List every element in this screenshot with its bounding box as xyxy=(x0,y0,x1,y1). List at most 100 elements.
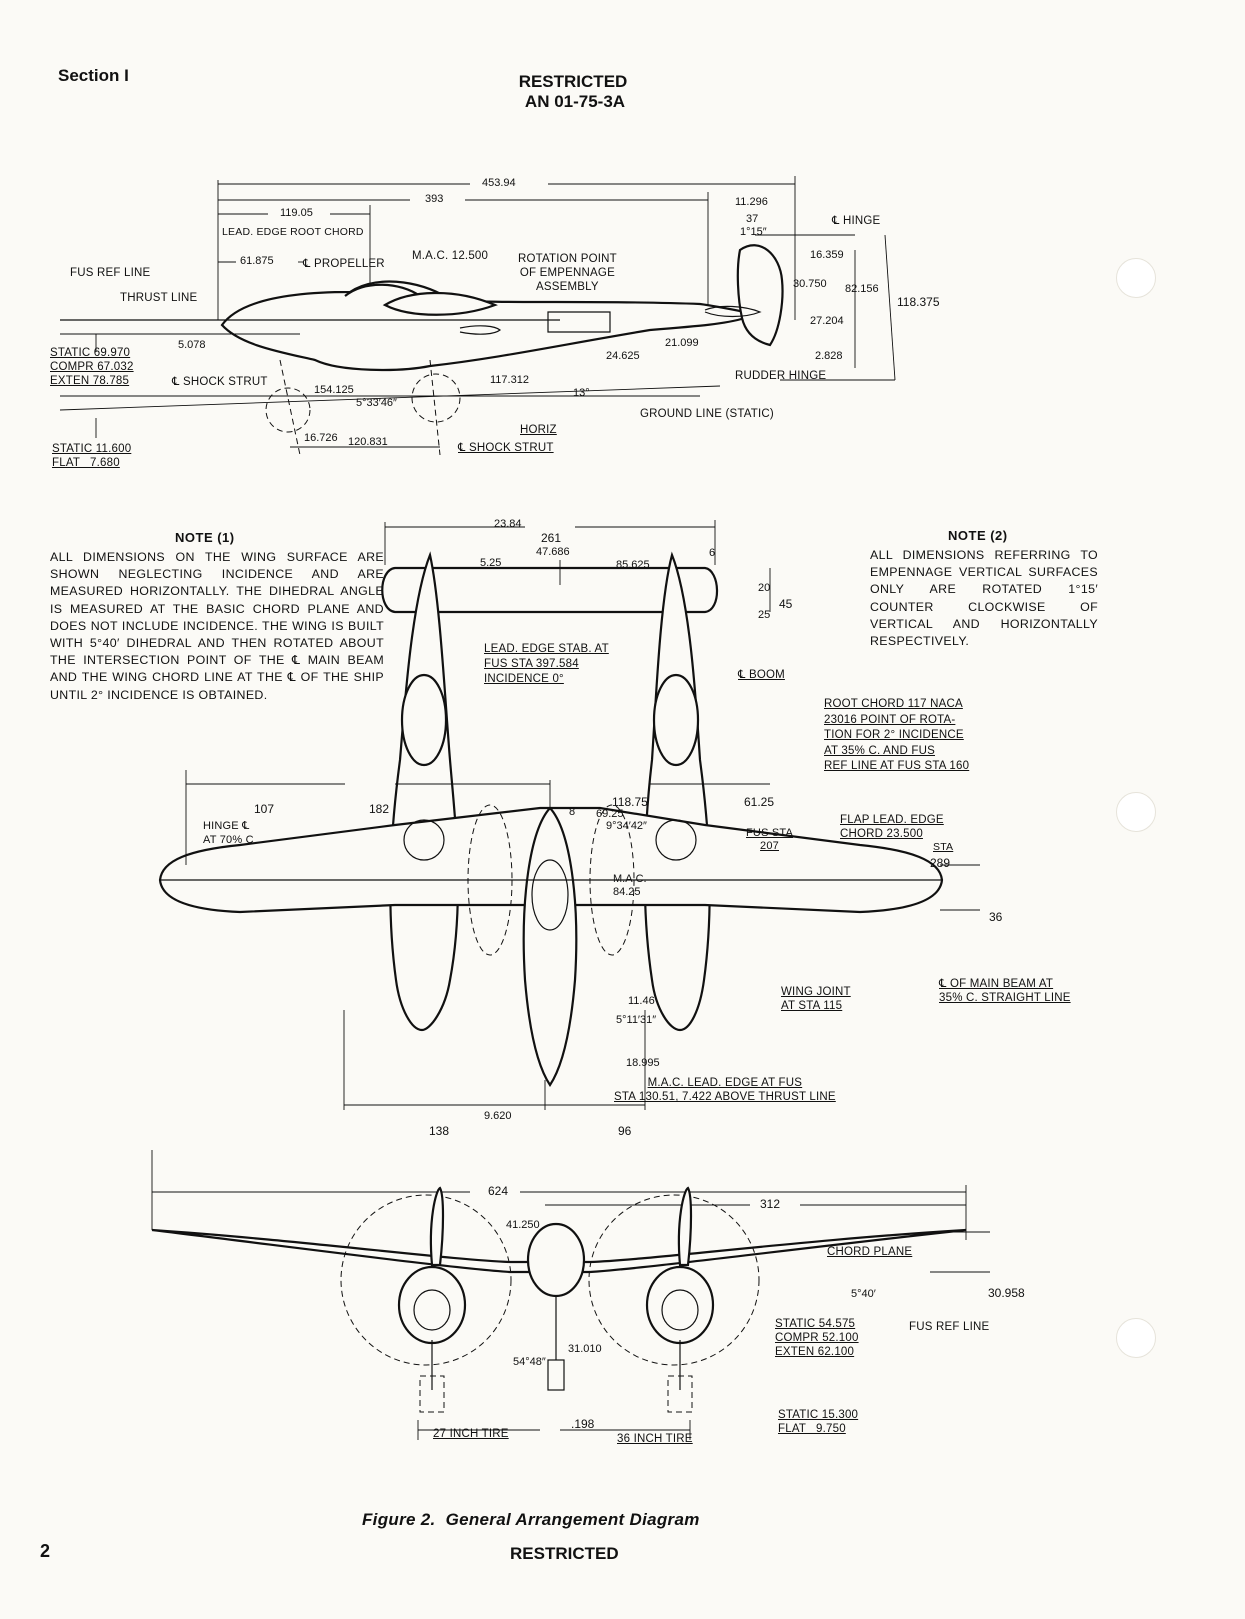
dim-6: 6 xyxy=(709,547,716,559)
dim-118-375: 118.375 xyxy=(897,295,940,309)
footer-classification: RESTRICTED xyxy=(510,1544,619,1563)
dim-21-099: 21.099 xyxy=(665,337,699,349)
hinge-label: ℄ HINGE xyxy=(832,215,881,227)
dim-96: 96 xyxy=(618,1124,632,1138)
dim-85-625: 85.625 xyxy=(616,559,650,571)
binder-hole-top xyxy=(1116,258,1156,298)
binder-hole-middle xyxy=(1116,792,1156,832)
lead-edge-stab-label: LEAD. EDGE STAB. AT FUS STA 397.584 INCI… xyxy=(484,643,609,685)
dim-11-46: 11.46 xyxy=(628,995,655,1007)
note-1-title: NOTE (1) xyxy=(175,530,235,545)
dim-9-34-42: 9°34′42″ xyxy=(606,820,647,832)
static-69-970: STATIC 69.970 xyxy=(50,347,131,359)
plan-view xyxy=(158,520,980,1110)
dim-25: 25 xyxy=(758,609,771,621)
hinge-70-label: HINGE ℄ AT 70% C xyxy=(203,820,254,846)
lead-edge-root-chord-label: LEAD. EDGE ROOT CHORD xyxy=(222,226,364,238)
dim-24-625: 24.625 xyxy=(606,350,640,362)
fus-sta-207-label: FUS STA 207 xyxy=(746,827,794,852)
dim-61-25: 61.25 xyxy=(744,795,775,809)
exten-62-100: EXTEN 62.100 xyxy=(775,1346,855,1358)
dim-20: 20 xyxy=(758,582,771,594)
flat-7-680: FLAT 7.680 xyxy=(52,457,120,469)
dim-119-05: 119.05 xyxy=(280,207,313,219)
page-number: 2 xyxy=(40,1541,51,1561)
dim-2-828: 2.828 xyxy=(815,350,843,362)
dim-120-831: 120.831 xyxy=(348,436,388,448)
dim-23-84: 23.84 xyxy=(494,518,522,530)
sta-label: STA xyxy=(933,841,954,853)
root-chord-label: ROOT CHORD 117 NACA 23016 POINT OF ROTA-… xyxy=(824,698,970,772)
dim-18-995: 18.995 xyxy=(626,1057,660,1069)
tire-36-label: 36 INCH TIRE xyxy=(617,1433,693,1445)
note-2-body: All dimensions referring to empennage ve… xyxy=(870,548,1098,649)
chord-plane-label: CHORD PLANE xyxy=(827,1246,913,1258)
dim-61-875: 61.875 xyxy=(240,255,274,267)
boom-label: ℄ BOOM xyxy=(738,669,785,681)
flat-9-750: FLAT 9.750 xyxy=(778,1423,846,1435)
dim-69-25: 69.25 xyxy=(596,808,624,820)
exten-78-785: EXTEN 78.785 xyxy=(50,375,130,387)
note-1-body: All dimensions on the wing surface are s… xyxy=(50,550,384,702)
mac-12-500-label: M.A.C. 12.500 xyxy=(412,250,489,262)
rotation-point-label: ROTATION POINT OF EMPENNAGE ASSEMBLY xyxy=(518,253,617,293)
header-classification: RESTRICTED xyxy=(518,72,628,91)
document-number: AN 01-75-3A xyxy=(524,92,626,111)
dim-47-686: 47.686 xyxy=(536,546,570,558)
static-54-575: STATIC 54.575 xyxy=(775,1318,856,1330)
dim-312: 312 xyxy=(760,1197,781,1211)
front-view xyxy=(151,1150,990,1440)
dim-31-010: 31.010 xyxy=(568,1343,602,1355)
dim-84-25: 84.25 xyxy=(613,886,641,898)
dim-13-deg: 13° xyxy=(573,387,590,399)
static-15-300: STATIC 15.300 xyxy=(778,1409,859,1421)
dim-117-312: 117.312 xyxy=(490,374,529,386)
mac-label: M.A.C. xyxy=(613,873,647,885)
wing-joint-label: WING JOINT AT STA 115 xyxy=(781,986,851,1012)
dim-5-25: 5.25 xyxy=(480,557,502,569)
dim-5-078: 5.078 xyxy=(178,339,206,351)
main-beam-label: ℄ OF MAIN BEAM AT 35% C. STRAIGHT LINE xyxy=(939,978,1071,1004)
dim-30-958: 30.958 xyxy=(988,1286,1025,1300)
dim-453-94: 453.94 xyxy=(482,177,516,189)
dim-5-40: 5°40′ xyxy=(851,1288,876,1300)
propeller-label: ℄ PROPELLER xyxy=(303,258,385,270)
fus-ref-line-label: FUS REF LINE xyxy=(70,267,151,279)
section-label: Section I xyxy=(58,66,129,85)
dim-154-125: 154.125 xyxy=(314,384,354,396)
dim-30-750: 30.750 xyxy=(793,278,827,290)
dim-8: 8 xyxy=(569,806,576,818)
compr-52-100: COMPR 52.100 xyxy=(775,1332,859,1344)
dim-45: 45 xyxy=(779,597,793,611)
flap-lead-edge-label: FLAP LEAD. EDGE CHORD 23.500 xyxy=(840,814,944,840)
dim-198: .198 xyxy=(571,1417,595,1431)
thrust-line-label: THRUST LINE xyxy=(120,292,198,304)
static-11-600: STATIC 11.600 xyxy=(52,443,132,455)
dim-41-250: 41.250 xyxy=(506,1219,540,1231)
dim-5-33-46: 5°33′46″ xyxy=(356,397,397,409)
ground-line-label: GROUND LINE (STATIC) xyxy=(640,408,774,420)
side-view xyxy=(59,176,896,456)
binder-hole-bottom xyxy=(1116,1318,1156,1358)
sta-289: 289 xyxy=(930,856,951,870)
figure-caption: Figure 2. General Arrangement Diagram xyxy=(362,1510,700,1529)
dim-37: 37 xyxy=(746,213,759,225)
dim-107: 107 xyxy=(254,802,275,816)
dim-16-359: 16.359 xyxy=(810,249,844,261)
dim-1-15: 1°15″ xyxy=(740,226,767,238)
dim-9-620: 9.620 xyxy=(484,1110,512,1122)
dim-36: 36 xyxy=(989,910,1003,924)
dim-261: 261 xyxy=(541,531,562,545)
mac-lead-edge-label: M.A.C. LEAD. EDGE AT FUS STA 130.51, 7.4… xyxy=(614,1077,836,1103)
dim-54-48: 54°48″ xyxy=(513,1356,546,1368)
fus-ref-line-label-front: FUS REF LINE xyxy=(909,1321,990,1333)
dim-393: 393 xyxy=(425,193,444,205)
tire-27-label: 27 INCH TIRE xyxy=(433,1428,509,1440)
dim-5-11-31: 5°11′31″ xyxy=(616,1014,657,1026)
note-2-title: NOTE (2) xyxy=(948,528,1008,543)
rudder-hinge-label: RUDDER HINGE xyxy=(735,370,827,382)
shock-strut-label-2: ℄ SHOCK STRUT xyxy=(458,442,554,454)
dim-27-204: 27.204 xyxy=(810,315,844,327)
horiz-label: HORIZ xyxy=(520,424,557,436)
